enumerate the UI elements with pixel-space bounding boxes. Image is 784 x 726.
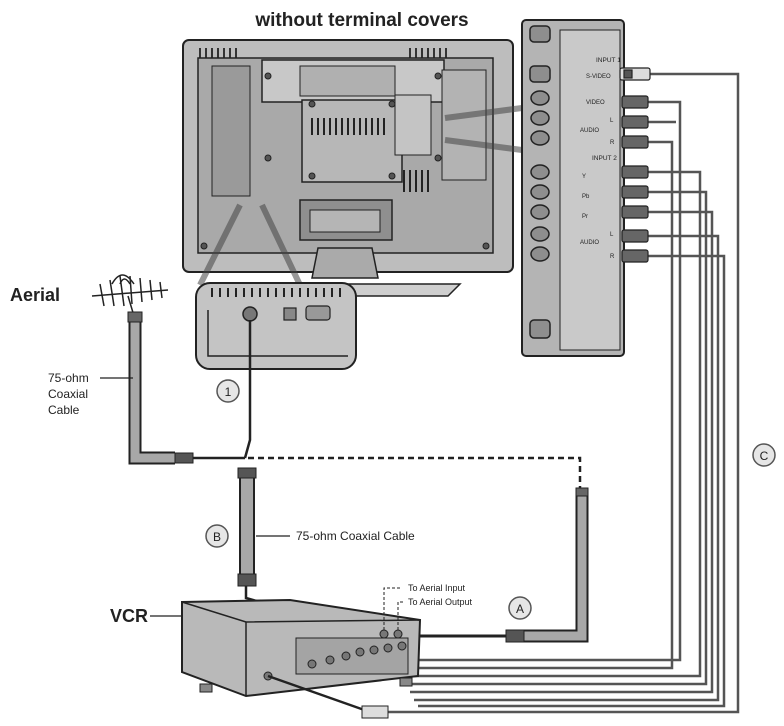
marker-1-label: 1 — [225, 385, 232, 399]
panel-audio1: AUDIO — [580, 128, 599, 134]
dashed-path — [248, 456, 582, 490]
panel-y: Y — [582, 174, 586, 180]
aerial-terminal-inset — [195, 282, 357, 370]
coax-left-line2: Coaxial — [48, 387, 88, 401]
marker-1 — [216, 379, 240, 403]
marker-b — [205, 524, 229, 548]
cable-c-bundle — [386, 72, 740, 714]
panel-audio2-l: L — [610, 232, 614, 238]
coax-left-line1: 75-ohm — [48, 371, 89, 385]
cable-tv-aerial-in — [243, 320, 252, 459]
to-aerial-input-label: To Aerial Input — [408, 583, 466, 593]
panel-input2: INPUT 2 — [592, 155, 617, 162]
tv-rear — [182, 39, 514, 297]
panel-audio1-r: R — [610, 140, 615, 146]
panel-input1: INPUT 1 — [596, 57, 621, 64]
to-aerial-output-label: To Aerial Output — [408, 597, 473, 607]
panel-audio2: AUDIO — [580, 240, 599, 246]
panel-audio2-r: R — [610, 254, 615, 260]
marker-c — [752, 443, 776, 467]
diagram-title: without terminal covers — [254, 10, 468, 31]
coax-middle-label: 75-ohm Coaxial Cable — [296, 529, 415, 543]
marker-a — [508, 596, 532, 620]
vcr-device — [181, 598, 422, 719]
input-panel: INPUT 1 S-VIDEO VIDEO AUDIO L R INPUT 2 … — [521, 19, 625, 357]
panel-video: VIDEO — [586, 100, 605, 106]
marker-b-label: B — [213, 530, 221, 544]
panel-pb: Pb — [582, 194, 590, 200]
aerial-label: Aerial — [10, 285, 60, 305]
aerial-antenna — [91, 274, 169, 317]
coax-left-line3: Cable — [48, 403, 80, 417]
aerial-input-jack — [242, 306, 258, 322]
marker-a-label: A — [516, 602, 524, 616]
cable-a — [404, 487, 589, 643]
vcr-label: VCR — [110, 606, 148, 626]
panel-audio1-l: L — [610, 118, 614, 124]
panel-svideo: S-VIDEO — [586, 74, 611, 80]
marker-c-label: C — [760, 449, 769, 463]
panel-pr: Pr — [582, 214, 588, 220]
cable-aerial-coax — [127, 311, 245, 465]
